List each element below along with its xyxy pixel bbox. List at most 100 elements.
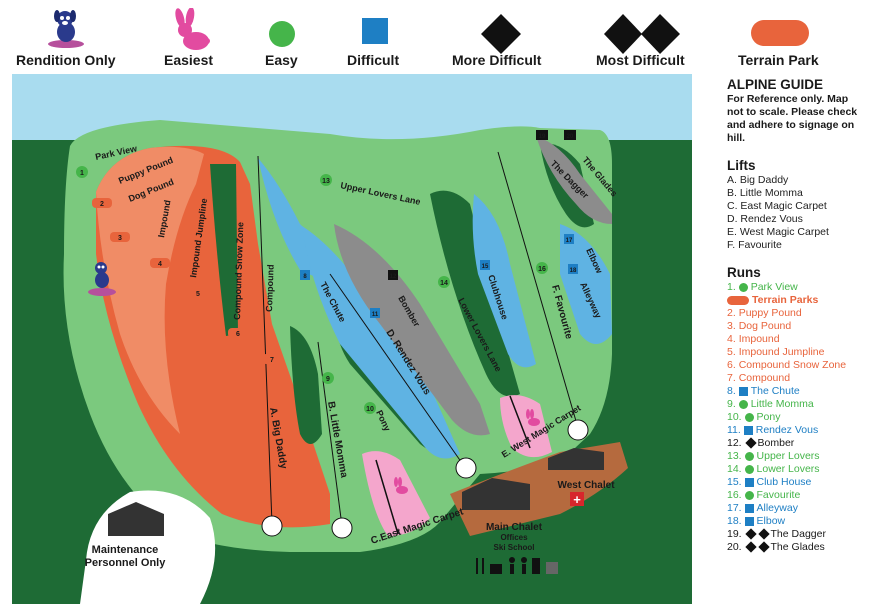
run-number-9: 9 bbox=[326, 376, 330, 383]
run-item: 16. Favourite bbox=[727, 489, 801, 501]
label-compound: Compound bbox=[264, 264, 276, 312]
legend-more-difficult-diamond-icon bbox=[481, 14, 521, 59]
legend-terrain-park-pill-icon bbox=[751, 20, 809, 51]
restaurant-icon bbox=[476, 558, 484, 574]
run-number-17: 17 bbox=[566, 238, 573, 244]
label-ski-school: Ski School bbox=[494, 543, 535, 552]
lift-station-big-daddy bbox=[261, 515, 283, 537]
people-icon bbox=[509, 557, 527, 574]
blue-square-icon bbox=[744, 516, 754, 526]
label-offices: Offices bbox=[500, 533, 528, 542]
run-item: 6. Compound Snow Zone bbox=[727, 359, 847, 371]
guide-title: ALPINE GUIDE bbox=[727, 77, 824, 92]
run-number-5: 5 bbox=[196, 291, 200, 298]
run-number-13: 13 bbox=[322, 178, 330, 185]
run-item: 8. The Chute bbox=[727, 385, 800, 397]
run-item: 20. The Glades bbox=[727, 541, 825, 553]
run-item: 13. Upper Lovers bbox=[727, 450, 820, 462]
run-number-19: 19 bbox=[539, 134, 546, 140]
black-diamond-icon bbox=[757, 541, 770, 553]
lift-line-rendez-vous bbox=[329, 273, 465, 467]
ski-rental-icon bbox=[532, 558, 540, 574]
legend-rendition-dog-icon bbox=[44, 8, 88, 55]
alpine-guide: ALPINE GUIDE For Reference only. Map not… bbox=[727, 78, 867, 554]
lift-line-west-carpet bbox=[509, 395, 531, 449]
run-number-14: 14 bbox=[440, 280, 448, 287]
run-number-10: 10 bbox=[366, 406, 374, 413]
run-item: 18. Elbow bbox=[727, 515, 786, 527]
run-number-6: 6 bbox=[236, 331, 240, 338]
run-item: Terrain Parks bbox=[727, 294, 867, 307]
run-number-1: 1 bbox=[80, 170, 84, 177]
lift-line-big-daddy bbox=[257, 155, 273, 525]
west-carpet-bunny-icon bbox=[526, 409, 540, 426]
run-number-11: 11 bbox=[372, 312, 379, 318]
run-elbow-area bbox=[560, 224, 612, 344]
west-magic-carpet-area bbox=[500, 395, 552, 458]
runs-title: Runs bbox=[727, 265, 761, 280]
run-item: 2. Puppy Pound bbox=[727, 307, 802, 319]
run-number-18: 18 bbox=[570, 268, 577, 274]
run-number-12: 12 bbox=[390, 274, 397, 280]
tree-island bbox=[290, 326, 322, 444]
lift-item: B. Little Momma bbox=[727, 187, 803, 199]
run-item: 19. The Dagger bbox=[727, 528, 826, 540]
run-item: 17. Alleyway bbox=[727, 502, 798, 514]
amenity-icons bbox=[476, 557, 558, 574]
run-number-2: 2 bbox=[100, 201, 104, 208]
legend-most-difficult-double-diamond-icon bbox=[604, 14, 680, 59]
black-diamond-icon bbox=[744, 437, 757, 449]
legend-easiest-bunny-icon bbox=[170, 7, 210, 57]
lift-item: D. Rendez Vous bbox=[727, 213, 803, 225]
terrain-park-upper bbox=[96, 146, 204, 434]
green-circle-icon bbox=[744, 451, 754, 461]
legend-easiest-label: Easiest bbox=[164, 52, 214, 68]
legend-more-difficult-label: More Difficult bbox=[452, 52, 542, 68]
run-clubhouse-area bbox=[472, 194, 536, 368]
legend-difficult-label: Difficult bbox=[347, 52, 400, 68]
black-diamond-icon bbox=[744, 541, 757, 553]
lift-station-little-momma bbox=[331, 517, 353, 539]
green-circle-icon bbox=[744, 490, 754, 500]
run-item: 9. Little Momma bbox=[727, 398, 814, 410]
terrain-park-icon bbox=[727, 295, 749, 305]
label-compound-snow-zone: Compound Snow Zone bbox=[232, 222, 245, 320]
lift-station-favourite bbox=[567, 419, 589, 441]
run-number-15: 15 bbox=[482, 264, 489, 270]
run-number-3: 3 bbox=[118, 235, 122, 242]
run-item: 5. Impound Jumpline bbox=[727, 346, 825, 358]
green-circle-icon bbox=[744, 412, 754, 422]
lift-line-east-carpet bbox=[375, 459, 399, 535]
lift-item: A. Big Daddy bbox=[727, 174, 789, 186]
run-item: 3. Dog Pound bbox=[727, 320, 792, 332]
lift-line-favourite bbox=[497, 151, 579, 429]
map-rendition-dog-icon bbox=[88, 262, 116, 296]
label-west-chalet: West Chalet bbox=[557, 480, 615, 491]
run-bomber-area bbox=[334, 224, 490, 436]
legend-easy-label: Easy bbox=[265, 52, 298, 68]
guide-note: For Reference only. Map not to scale. Pl… bbox=[727, 93, 858, 144]
run-number-7: 7 bbox=[270, 357, 274, 364]
run-item: 12. Bomber bbox=[727, 437, 795, 449]
black-diamond-icon bbox=[744, 528, 757, 540]
blue-square-icon bbox=[743, 425, 753, 435]
lift-item: C. East Magic Carpet bbox=[727, 200, 827, 212]
legend-rendition-label: Rendition Only bbox=[16, 52, 116, 68]
legend-difficult-square-icon bbox=[362, 18, 388, 49]
blue-square-icon bbox=[744, 503, 754, 513]
main-chalet-building bbox=[462, 478, 530, 510]
tree-island bbox=[210, 164, 238, 336]
green-circle-icon bbox=[744, 464, 754, 474]
black-diamond-icon bbox=[757, 528, 770, 540]
legend-most-difficult-label: Most Difficult bbox=[596, 52, 685, 68]
lift-item: F. Favourite bbox=[727, 239, 782, 251]
tree-island bbox=[430, 190, 520, 397]
boot-icon bbox=[546, 562, 558, 574]
lifts-title: Lifts bbox=[727, 158, 756, 173]
blue-square-icon bbox=[744, 477, 754, 487]
maintenance-building bbox=[108, 502, 164, 536]
west-chalet-building bbox=[548, 448, 604, 470]
run-item: 14. Lower Lovers bbox=[727, 463, 820, 475]
